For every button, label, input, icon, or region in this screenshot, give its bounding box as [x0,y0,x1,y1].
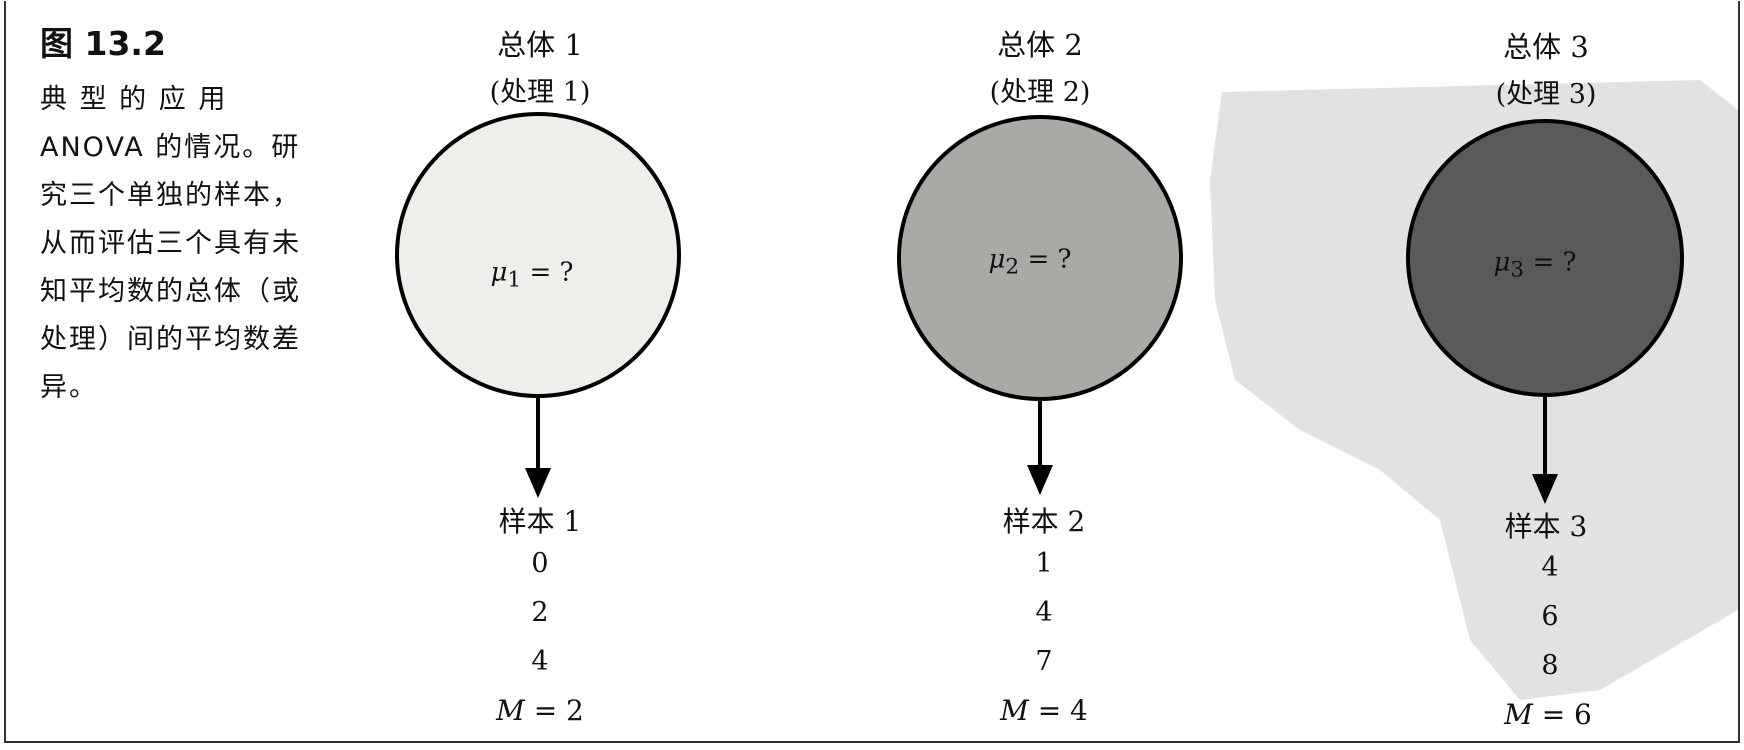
mu-index: 1 [507,267,522,293]
sample-1-score: 4 [531,646,549,677]
mu-index: 3 [1510,257,1525,283]
figure-caption-text: 典 型 的 应 用 ANOVA 的情况。研究三个单独的样本，从而评估三个具有未知… [40,84,301,403]
sample-3-title: 样本 3 [1504,510,1588,543]
population-2-title: 总体 2 [997,28,1083,62]
mu-symbol: μ [988,244,1006,275]
mu-symbol: μ [1493,247,1511,278]
mu-index: 2 [1005,254,1020,280]
population-1-circle [395,112,681,398]
sample-2-title: 样本 2 [1002,505,1086,538]
sample-2-mean: M = 4 [1000,694,1088,727]
sample-1-title: 样本 1 [498,505,582,538]
population-2-treatment: (处理 2) [989,77,1091,108]
sample-2-score: 4 [1035,597,1053,628]
population-3-arrowhead [1532,474,1558,504]
population-2-arrowhead [1027,465,1053,495]
mu-value: = ? [1019,244,1072,275]
mean-symbol: M [1000,694,1029,727]
sample-1-score: 2 [531,597,549,628]
sample-2-score: 1 [1035,548,1053,579]
sample-1-mean: M = 2 [496,694,584,727]
population-3-mean-label: μ3 = ? [1494,247,1577,282]
population-1-mean-label: μ1 = ? [491,257,574,292]
mean-value: = 4 [1028,694,1088,727]
population-3-title: 总体 3 [1503,30,1589,64]
figure-label: 图 13.2 [40,24,166,63]
population-2-mean-label: μ2 = ? [989,244,1072,279]
sample-3-score: 4 [1541,552,1559,583]
population-1-treatment: (处理 1) [489,77,591,108]
mu-value: = ? [1524,247,1577,278]
mu-value: = ? [521,257,574,288]
mean-symbol: M [496,694,525,727]
sample-1-score: 0 [531,548,549,579]
population-3-treatment: (处理 3) [1495,79,1597,110]
mean-value: = 6 [1532,698,1592,731]
sample-3-score: 6 [1541,601,1559,632]
figure-caption: 图 13.2 典 型 的 应 用 ANOVA 的情况。研究三个单独的样本，从而评… [40,22,310,412]
sample-2-score: 7 [1035,646,1053,677]
sample-3-mean: M = 6 [1504,698,1592,731]
mean-value: = 2 [524,694,584,727]
sample-3-score: 8 [1541,650,1559,681]
population-1-title: 总体 1 [497,28,583,62]
mu-symbol: μ [490,257,508,288]
mean-symbol: M [1504,698,1533,731]
population-1-arrowhead [525,468,551,498]
